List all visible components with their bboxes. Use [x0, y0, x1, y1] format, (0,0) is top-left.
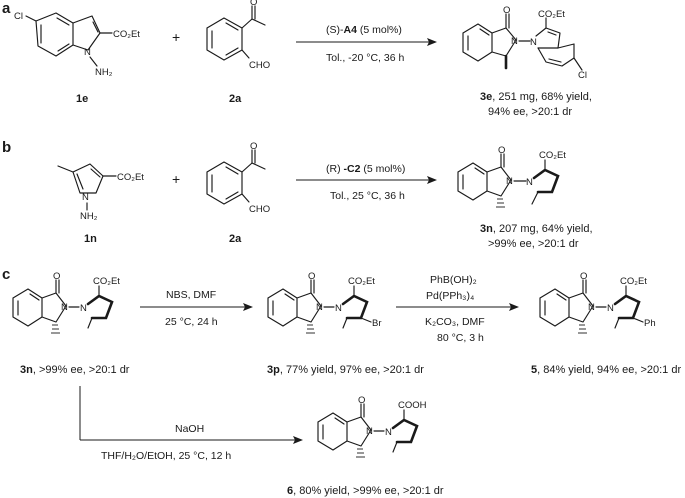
- caption-5: 5, 84% yield, 94% ee, >20:1 dr: [531, 364, 681, 376]
- atom-n2: N: [335, 303, 342, 314]
- atom-n2: N: [80, 303, 87, 314]
- atom-n2: N: [530, 37, 537, 48]
- atom-n1: N: [366, 426, 373, 437]
- atom-n1: N: [316, 302, 323, 313]
- label-2a-b: 2a: [229, 233, 242, 245]
- atom-ester: CO₂Et: [620, 276, 647, 287]
- atom-o: O: [250, 141, 257, 152]
- atom-n2: N: [607, 303, 614, 314]
- label-2a-a: 2a: [229, 93, 242, 105]
- step3-reagent: NaOH: [175, 423, 204, 435]
- label-1e: 1e: [76, 93, 88, 105]
- label-1n: 1n: [84, 233, 97, 245]
- atom-cl: Cl: [578, 70, 587, 81]
- atom-o: O: [358, 395, 365, 406]
- structure-1e: Cl CO₂Et N NH₂: [14, 11, 140, 78]
- atom-ester: CO₂Et: [348, 276, 375, 287]
- step2-reagent1: PhB(OH)₂: [430, 274, 477, 286]
- structure-3n-c: O N N CO₂Et: [12, 271, 120, 334]
- structure-2a-a: O CHO: [206, 0, 270, 71]
- conditions-b: Tol., 25 °C, 36 h: [330, 190, 405, 202]
- step3-conditions: THF/H₂O/EtOH, 25 °C, 12 h: [101, 450, 231, 462]
- reaction-arrow-c1: [140, 303, 253, 311]
- atom-ester: CO₂Et: [117, 172, 144, 183]
- reaction-arrow-b: [296, 176, 437, 184]
- atom-n1: N: [511, 36, 518, 47]
- result-3n-line2: >99% ee, >20:1 dr: [488, 238, 579, 250]
- catalyst-b: (R) -C2 (5 mol%): [326, 163, 405, 175]
- atom-ester: CO₂Et: [539, 150, 566, 161]
- step2-reagent2: Pd(PPh₃)₄: [426, 290, 474, 302]
- step2-conditions: 80 °C, 3 h: [437, 332, 484, 344]
- atom-n2: N: [385, 427, 392, 438]
- result-3e-line1: 3e, 251 mg, 68% yield,: [480, 91, 592, 103]
- structure-1n: CO₂Et N NH₂: [57, 163, 144, 222]
- atom-ester: CO₂Et: [538, 9, 565, 20]
- atom-o: O: [53, 271, 60, 282]
- atom-n2: N: [526, 177, 533, 188]
- plus-sign-a: +: [172, 29, 180, 45]
- structure-2a-b: O CHO: [206, 141, 270, 215]
- atom-nh2: NH₂: [95, 67, 113, 78]
- atom-cho: CHO: [249, 60, 270, 71]
- structure-5: O N N CO₂Et Ph: [539, 271, 656, 334]
- structure-3p: O N N CO₂Et Br: [267, 271, 382, 334]
- reaction-arrow-c3: [79, 386, 303, 444]
- panel-label-c: c: [2, 266, 10, 283]
- atom-o: O: [250, 0, 257, 8]
- structure-3e: O N N CO₂Et Cl: [462, 5, 587, 81]
- step1-conditions: 25 °C, 24 h: [165, 316, 218, 328]
- atom-n: N: [82, 192, 89, 203]
- conditions-a: Tol., -20 °C, 36 h: [326, 52, 404, 64]
- panel-label-b: b: [2, 139, 11, 156]
- step2-reagent3: K₂CO₃, DMF: [425, 316, 485, 328]
- panel-label-a: a: [2, 0, 11, 17]
- atom-acid: COOH: [398, 400, 427, 411]
- step1-reagent: NBS, DMF: [166, 289, 216, 301]
- plus-sign-b: +: [172, 171, 180, 187]
- caption-3p: 3p, 77% yield, 97% ee, >20:1 dr: [267, 364, 424, 376]
- atom-n1: N: [588, 302, 595, 313]
- atom-o: O: [580, 271, 587, 282]
- structure-3n-b: O N N CO₂Et: [457, 145, 566, 208]
- structure-6: O N N COOH: [317, 395, 427, 458]
- atom-o: O: [503, 5, 510, 16]
- atom-ester: CO₂Et: [113, 29, 140, 40]
- atom-o: O: [308, 271, 315, 282]
- caption-6: 6, 80% yield, >99% ee, >20:1 dr: [287, 485, 444, 497]
- atom-nh2: NH₂: [80, 211, 98, 222]
- result-3n-line1: 3n, 207 mg, 64% yield,: [480, 223, 593, 235]
- atom-br: Br: [372, 318, 382, 329]
- result-3e-line2: 94% ee, >20:1 dr: [488, 106, 572, 118]
- atom-ester: CO₂Et: [93, 276, 120, 287]
- reaction-arrow-a: [296, 38, 437, 46]
- atom-o: O: [498, 145, 505, 156]
- catalyst-a: (S)-A4 (5 mol%): [326, 24, 402, 36]
- atom-cho: CHO: [249, 204, 270, 215]
- reaction-arrow-c2: [396, 303, 519, 311]
- atom-n1: N: [61, 302, 68, 313]
- atom-n: N: [84, 47, 91, 58]
- atom-cl: Cl: [14, 11, 23, 22]
- caption-3n-c: 3n, >99% ee, >20:1 dr: [20, 364, 130, 376]
- atom-ph: Ph: [644, 318, 656, 329]
- atom-n1: N: [506, 176, 513, 187]
